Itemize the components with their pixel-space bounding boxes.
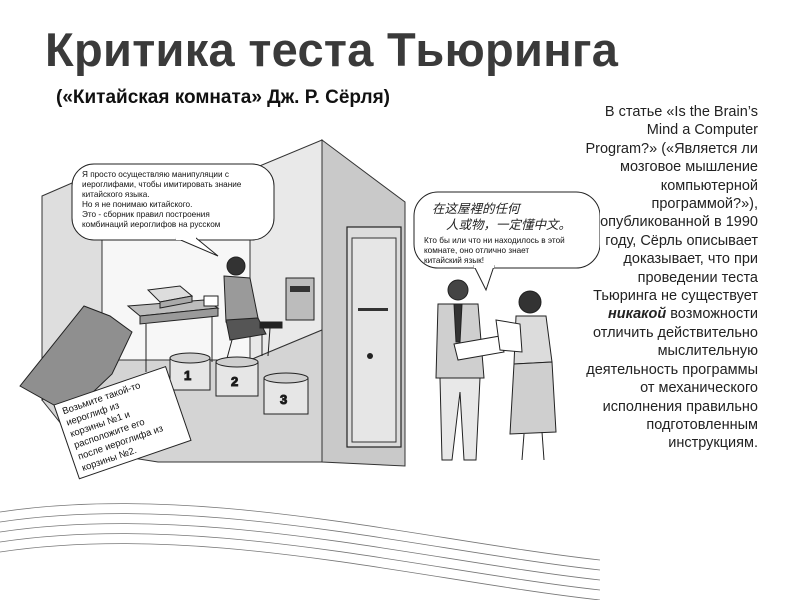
floor-stripes (0, 503, 600, 600)
bin-3: 3 (263, 372, 309, 415)
bin-2: 2 (215, 356, 259, 397)
body-text: В статье «Is the Brain’s Mind a Computer… (580, 103, 758, 453)
seated-man (203, 256, 283, 363)
inside-bubble-line-3: китайского языка. (82, 190, 150, 199)
outside-speech-bubble: 在这屋裡的任何 人或物，一定懂中文。 Кто бы или что ни нах… (413, 191, 600, 292)
outside-bubble-line-1: Кто бы или что ни находилось в этой (424, 236, 565, 245)
inside-bubble-line-5: Это - сборник правил построения (82, 210, 210, 219)
bin-1: 1 (169, 352, 211, 391)
inside-bubble-line-1: Я просто осуществляю манипуляции с (82, 170, 229, 179)
body-text-part-2: возможности отличить действительно мысли… (586, 306, 758, 452)
body-text-part-1: В статье «Is the Brain’s Mind a Computer… (585, 104, 758, 305)
standing-woman (495, 290, 557, 461)
standing-man (435, 279, 505, 461)
outside-bubble-line-3: китайский язык! (424, 256, 484, 265)
bins: 1 2 3 (169, 352, 309, 415)
chinese-room-illustration: 1 2 3 Я просто осуществляю манипуляции с… (0, 139, 600, 600)
desk (126, 285, 220, 372)
bin-1-label: 1 (184, 368, 191, 383)
inside-bubble-line-4: Но я не понимаю китайского. (82, 200, 192, 209)
bin-3-label: 3 (280, 392, 287, 407)
inside-bubble-line-2: иероглифами, чтобы имитировать знание (82, 180, 242, 189)
bin-2-label: 2 (231, 374, 238, 389)
inside-bubble-line-6: комбинаций иероглифов на русском (82, 220, 221, 229)
outside-bubble-chinese-line-2: 人或物，一定懂中文。 (446, 217, 571, 232)
outside-bubble-chinese-line-1: 在这屋裡的任何 (432, 201, 522, 216)
inside-speech-bubble: Я просто осуществляю манипуляции с иерог… (71, 163, 275, 257)
slide-subtitle: («Китайская комната» Дж. Р. Сёрля) (56, 87, 391, 108)
slide-title: Критика теста Тьюринга (45, 23, 619, 76)
outside-bubble-line-2: комнате, оно отлично знает (424, 246, 529, 255)
body-text-emphasis: никакой (607, 306, 667, 323)
